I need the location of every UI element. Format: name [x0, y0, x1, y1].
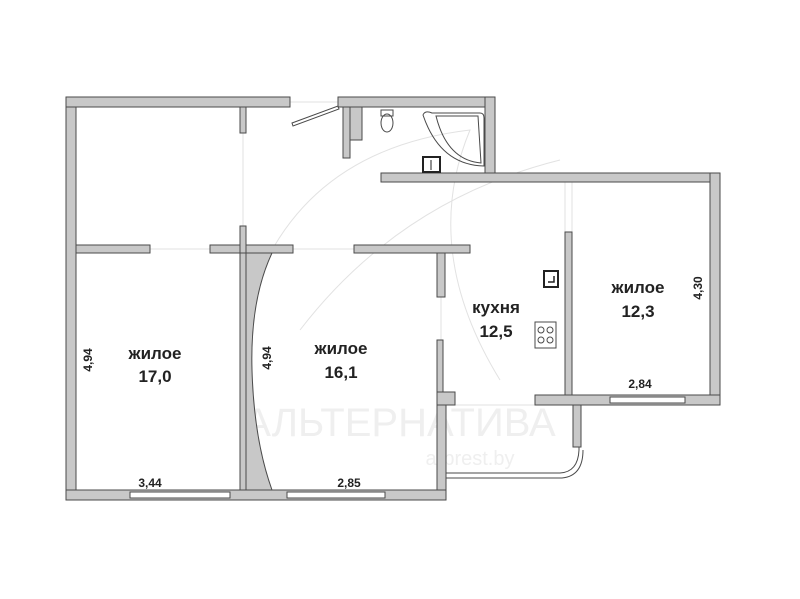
- dim-room4-height: 4,30: [691, 276, 705, 300]
- room-area: 12,3: [621, 302, 654, 321]
- dimensions: 4,94 3,44 4,94 2,85 4,30 2,84: [81, 276, 705, 490]
- dim-room2-width: 2,85: [337, 476, 361, 490]
- room-name: жилое: [128, 344, 182, 363]
- dim-room1-height: 4,94: [81, 348, 95, 372]
- bathtub-icon: [422, 111, 485, 167]
- dim-room2-height: 4,94: [260, 346, 274, 370]
- room-name: кухня: [472, 298, 520, 317]
- room-area: 12,5: [479, 322, 512, 341]
- room-area: 16,1: [324, 363, 357, 382]
- room-living-3: жилое 12,3: [611, 278, 665, 321]
- room-living-1: жилое 17,0: [128, 344, 182, 386]
- room-name: жилое: [314, 339, 368, 358]
- sink-icon: [422, 156, 441, 173]
- balcony-outline: [446, 447, 580, 474]
- watermark-site: a-brest.by: [426, 448, 515, 470]
- room-living-2: жилое 16,1: [314, 339, 368, 382]
- dim-room4-width: 2,84: [628, 377, 652, 391]
- room-kitchen: кухня 12,5: [472, 298, 520, 341]
- stove-icon: [534, 321, 557, 349]
- windows: [129, 396, 686, 499]
- room-name: жилое: [611, 278, 665, 297]
- watermark-brand: АЛЬТЕРНАТИВА: [244, 401, 556, 445]
- watermark: АЛЬТЕРНАТИВА a-brest.by: [244, 129, 561, 470]
- openings: [150, 101, 573, 406]
- curved-wall: [245, 252, 273, 491]
- room-area: 17,0: [138, 367, 171, 386]
- entrance-door: [291, 105, 340, 127]
- toilet-icon: [380, 109, 394, 133]
- kitchen-sink-icon: [543, 270, 559, 288]
- dim-room1-width: 3,44: [138, 476, 162, 490]
